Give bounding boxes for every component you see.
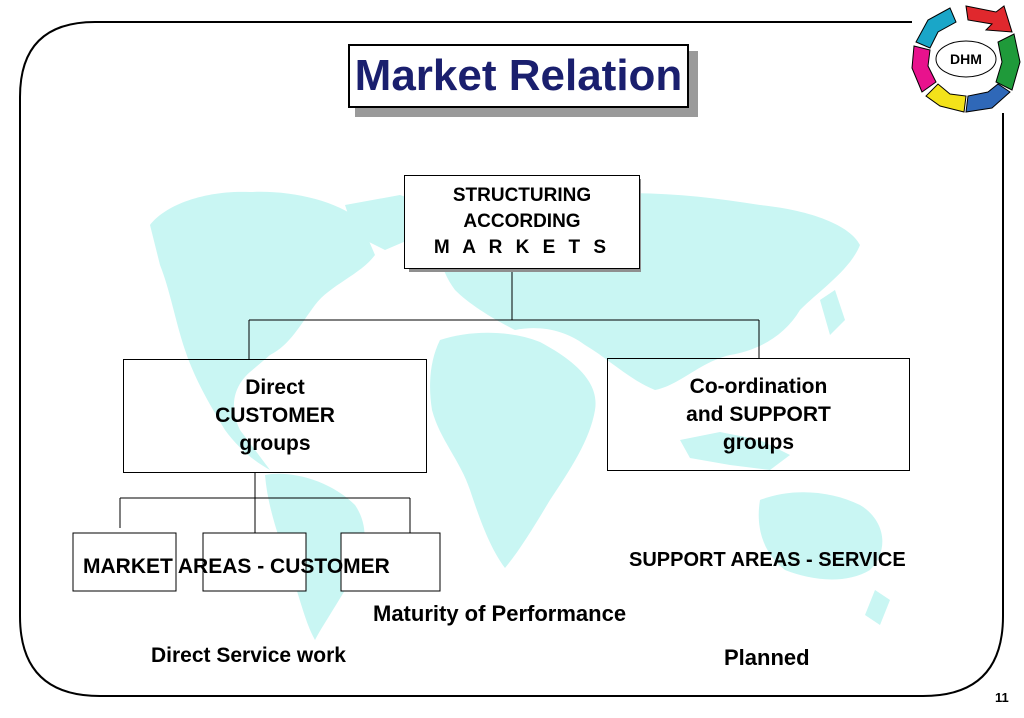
logo-arrow-yellow (925, 83, 967, 113)
logo-ring (911, 5, 1021, 113)
page-title: Market Relation (348, 44, 689, 108)
planned-label: Planned (724, 645, 810, 670)
market-area-box-1 (72, 532, 177, 592)
maturity-label: Maturity of Performance (373, 601, 627, 626)
logo-arrow-blue (965, 83, 1011, 113)
direct-service-label: Direct Service work (151, 644, 346, 667)
root-line-1: STRUCTURING (452, 185, 592, 206)
indonesia-shape (680, 432, 790, 470)
logo-arrow-green-right (995, 33, 1021, 91)
left-line-1: Direct (245, 376, 305, 399)
logo-arrow-cyan (915, 7, 957, 49)
rounded-frame (19, 21, 1004, 697)
support-groups-node: Co-ordination and SUPPORT groups (607, 358, 910, 471)
market-areas-label: MARKET AREAS - CUSTOMER (83, 555, 390, 578)
left-line-3: groups (239, 432, 311, 455)
africa-shape (430, 332, 596, 568)
support-areas-label: SUPPORT AREAS - SERVICE (629, 549, 906, 571)
page-number: 11 (995, 690, 1009, 705)
connector-lines (119, 270, 760, 533)
market-area-box-3 (340, 532, 441, 592)
root-line-2: ACCORDING (463, 211, 581, 232)
market-area-boxes (72, 532, 441, 592)
australia-shape (758, 492, 883, 580)
logo-arrow-magenta (911, 45, 937, 93)
left-line-2: CUSTOMER (215, 404, 335, 427)
right-line-3: groups (722, 430, 795, 454)
market-area-box-2 (202, 532, 307, 592)
page-title-text: Market Relation (354, 51, 683, 100)
logo-text: DHM (950, 51, 982, 67)
right-line-1: Co-ordination (689, 374, 828, 398)
japan-shape (820, 290, 845, 335)
logo-arrow-red (965, 5, 1013, 33)
north-america-shape (150, 191, 375, 470)
root-line-3: M A R K E T S (433, 237, 611, 258)
logo-center (935, 40, 997, 78)
right-line-2: and SUPPORT (686, 402, 831, 426)
direct-customer-groups-node: Direct CUSTOMER groups (123, 359, 427, 473)
dhm-logo: DHM (911, 5, 1021, 113)
root-node: STRUCTURING ACCORDING M A R K E T S (404, 175, 640, 269)
new-zealand-shape (865, 590, 890, 625)
south-america-shape (265, 473, 365, 640)
